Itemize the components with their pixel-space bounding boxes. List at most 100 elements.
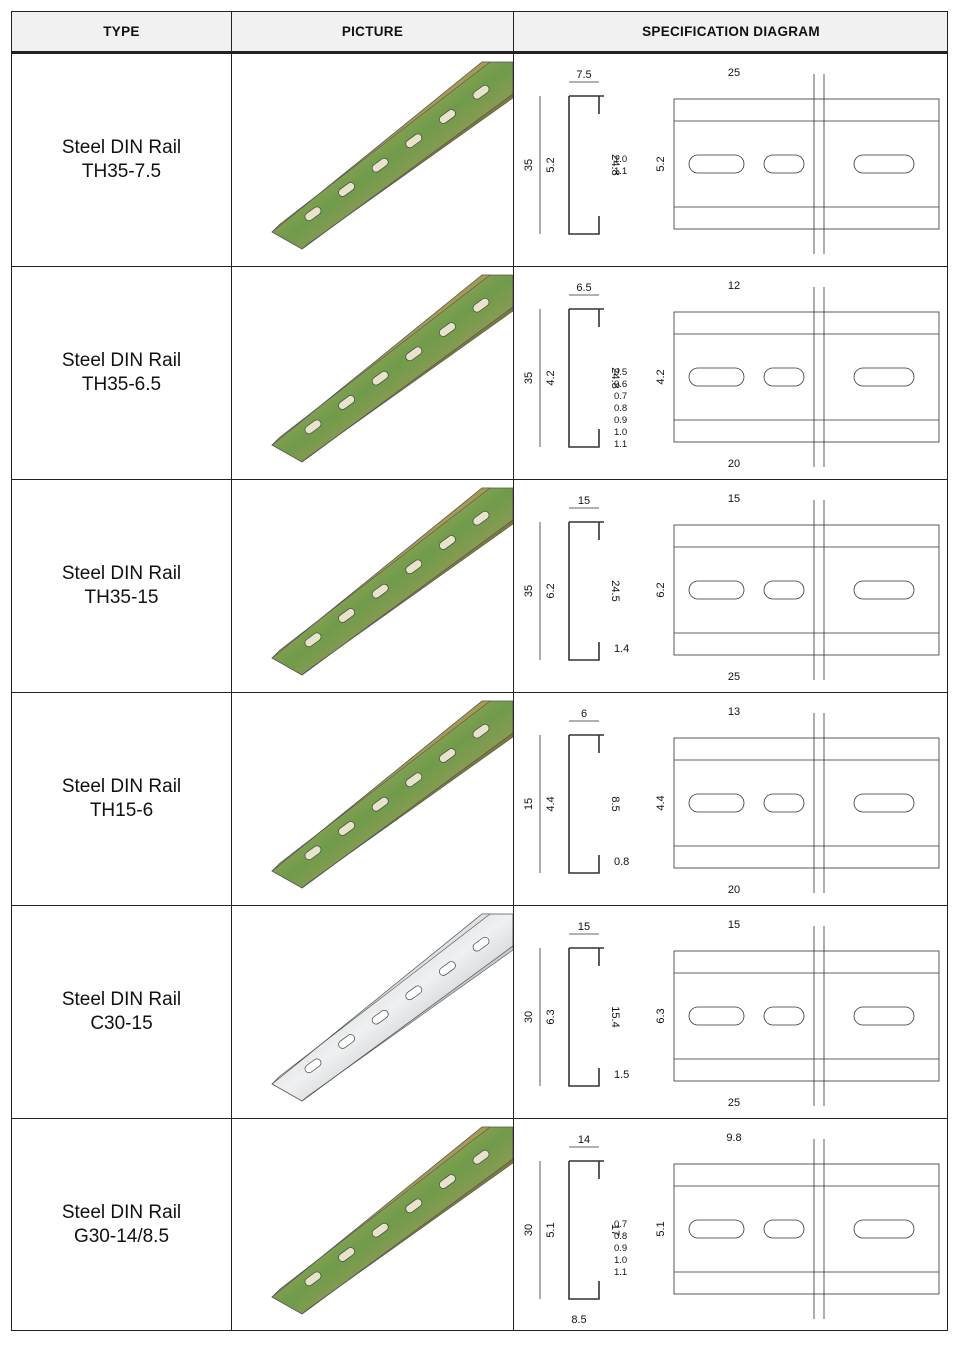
profile-outline: [568, 308, 604, 448]
profile-top-label: 6.5: [576, 282, 591, 294]
rail-slot: [405, 559, 423, 575]
break-mark: [813, 74, 825, 254]
rail-picture: [232, 267, 513, 479]
profile-top-label: 14: [578, 1134, 590, 1146]
plan-slot-label: 6.3: [655, 1008, 667, 1023]
plan-outline: [673, 524, 940, 656]
plan-slot-label: 5.1: [655, 1221, 667, 1236]
rail-slot: [304, 845, 322, 861]
plan-outline: [673, 311, 940, 443]
rail-photo: [271, 61, 513, 250]
rail-slot: [472, 936, 490, 952]
profile-slot-label: 4.2: [545, 370, 557, 385]
rail-lip: [301, 1158, 513, 1315]
profile-depth-label: 24.5: [609, 580, 621, 601]
plan-view: 5.1 9.8: [655, 1132, 940, 1319]
rail-picture: [232, 480, 513, 692]
profile-thickness-label: 0.8: [614, 403, 627, 414]
rail-picture: [232, 906, 513, 1118]
plan-slot: [763, 367, 805, 387]
profile-height-label: 15: [523, 798, 535, 810]
plan-pitch-label: 20: [728, 884, 740, 896]
rail-flange: [271, 700, 491, 872]
plan-outline: [673, 1163, 940, 1295]
rail-slot: [371, 1009, 389, 1025]
rail-slot: [439, 961, 456, 976]
plan-slot: [688, 1219, 745, 1239]
rail-slot: [304, 1271, 322, 1287]
column-divider-2: [513, 12, 514, 1330]
plan-pitch-label: 25: [728, 671, 740, 683]
rail-slot: [304, 419, 322, 435]
profile-thickness-label: 0.9: [614, 415, 627, 426]
rail-slot: [338, 608, 355, 623]
rail-photo: [271, 913, 513, 1102]
profile-height-label: 35: [523, 159, 535, 171]
profile-depth-label: 17: [609, 1224, 621, 1236]
profile-thickness-label: 1.1: [614, 166, 627, 177]
rail-slot: [439, 535, 456, 550]
profile-thickness-label: 1.0: [614, 1255, 627, 1266]
rail-lip: [301, 519, 513, 676]
plan-slot: [853, 367, 915, 387]
profile-top-label: 6: [581, 708, 587, 720]
rail-slot: [338, 395, 355, 410]
plan-view: 5.225: [655, 67, 940, 254]
rail-flange: [271, 913, 491, 1085]
plan-slot: [688, 154, 745, 174]
rail-slot: [338, 1247, 355, 1262]
profile-thickness-label: 0.7: [614, 391, 627, 402]
rail-lip: [301, 732, 513, 889]
plan-pitch-label: 20: [728, 458, 740, 470]
profile-outline: [568, 95, 604, 235]
rail-picture: [232, 1119, 513, 1330]
plan-top-dim-label: 25: [728, 67, 740, 79]
plan-top-dim-label: 9.8: [726, 1132, 741, 1144]
profile-thickness-label: 0.8: [614, 1231, 627, 1242]
profile-thickness-label: 0.6: [614, 379, 627, 390]
plan-slot: [763, 1006, 805, 1026]
profile-thickness-label: 1.5: [614, 1069, 629, 1081]
profile-slot-label: 5.2: [545, 157, 557, 172]
rail-slot: [371, 583, 389, 599]
profile-thickness-label: 1.1: [614, 1267, 627, 1278]
rail-slot: [371, 370, 389, 386]
rail-picture: [232, 54, 513, 266]
rail-slot: [405, 1198, 423, 1214]
profile-outline: [568, 1160, 604, 1300]
column-divider-1: [231, 12, 232, 1330]
profile-top-label: 7.5: [576, 69, 591, 81]
rail-slot: [405, 346, 423, 362]
rail-slot: [472, 510, 490, 526]
profile-thickness-label: 0.7: [614, 1219, 627, 1230]
rail-picture: [232, 693, 513, 905]
plan-outline: [673, 98, 940, 230]
plan-slot: [763, 793, 805, 813]
plan-top-dim-label: 15: [728, 493, 740, 505]
plan-slot: [853, 793, 915, 813]
profile-slot-label: 6.3: [545, 1009, 557, 1024]
rail-slot: [439, 322, 456, 337]
profile-height-label: 35: [523, 372, 535, 384]
rail-slot: [304, 1058, 322, 1074]
rail-type-line1: Steel DIN Rail: [61, 989, 182, 1010]
rail-flange: [271, 487, 491, 659]
rail-slot: [304, 632, 322, 648]
